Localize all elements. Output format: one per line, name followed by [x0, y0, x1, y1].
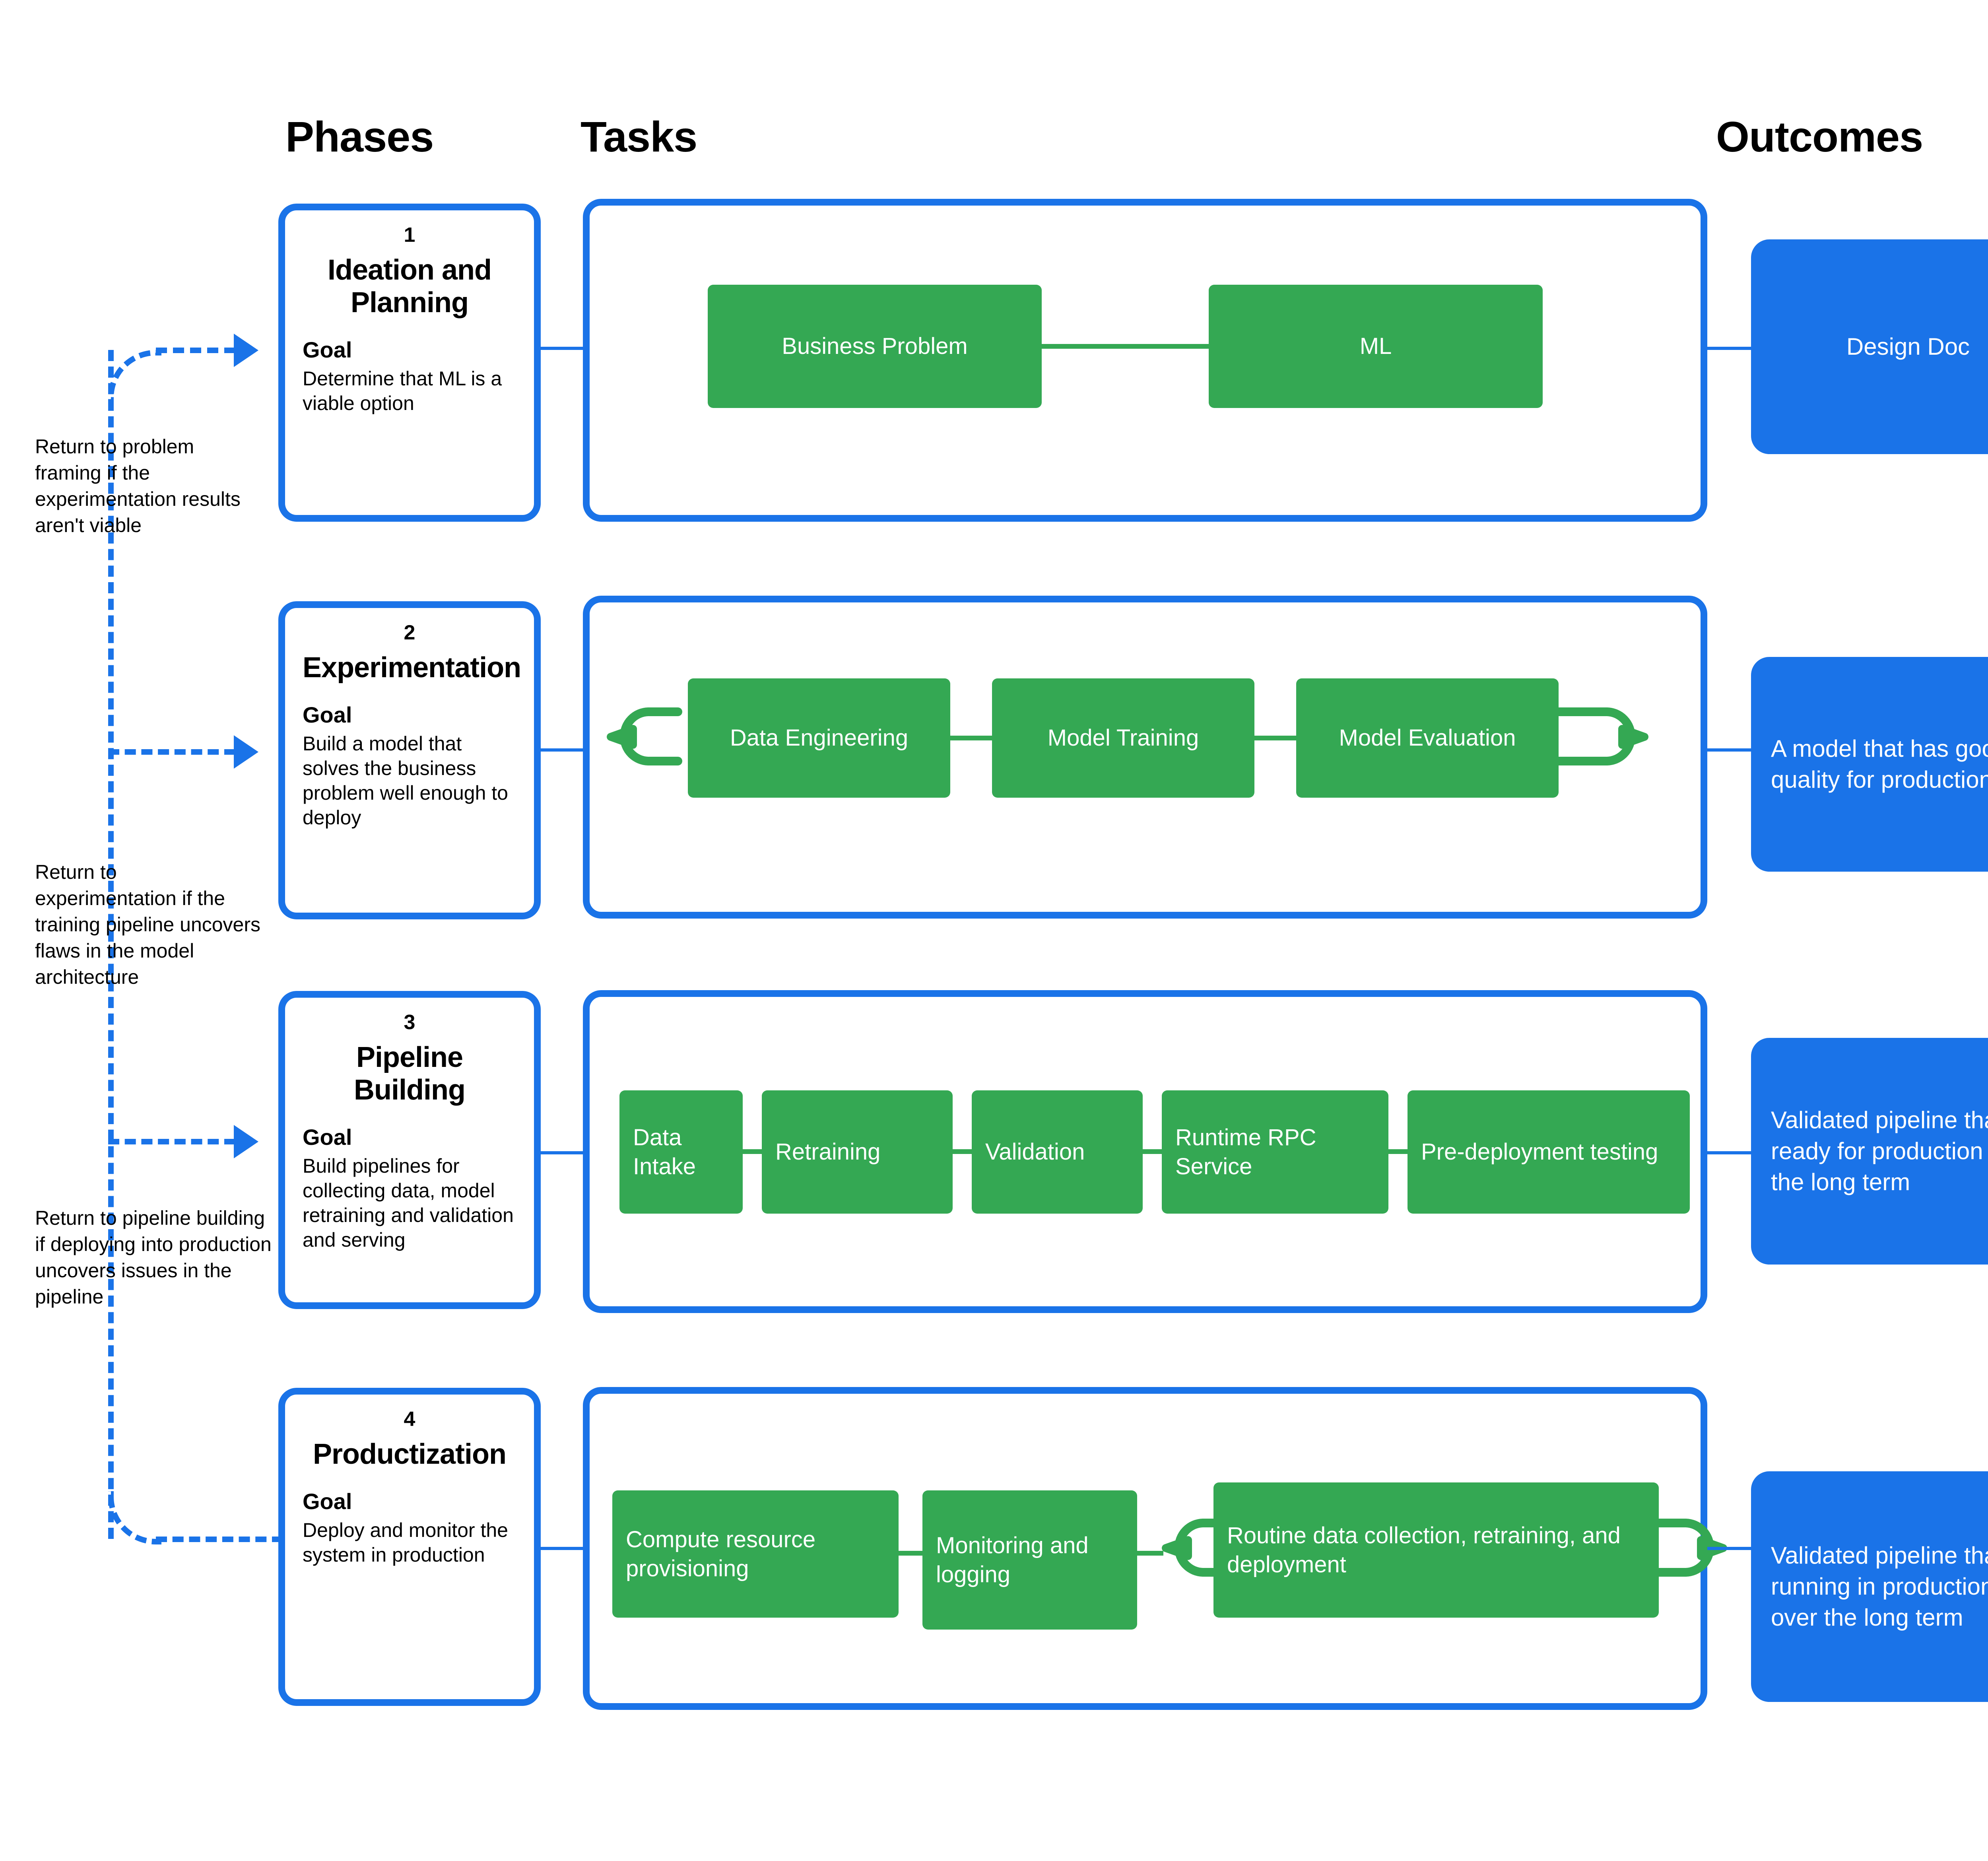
task-box[interactable]: Compute resource provisioning	[612, 1490, 899, 1618]
feedback-line-1	[156, 348, 235, 353]
column-header-phases: Phases	[285, 113, 434, 161]
task-box[interactable]: Pre-deployment testing	[1408, 1090, 1690, 1214]
phase-goal-block: Goal Determine that ML is a viable optio…	[303, 337, 516, 415]
loop-arrow-left-icon	[1162, 1519, 1227, 1577]
feedback-note-3: Return to pipeline building if deploying…	[35, 1207, 272, 1308]
goal-label: Goal	[303, 1489, 352, 1514]
goal-text: Determine that ML is a viable option	[303, 367, 502, 414]
connector-task-link	[1140, 1149, 1164, 1154]
connector-phase1-tasks1	[541, 347, 584, 350]
connector-phase4-tasks4	[541, 1547, 584, 1550]
connector-tasks3-outcome3	[1707, 1151, 1751, 1154]
phase-card-2[interactable]: 2 Experimentation Goal Build a model tha…	[278, 601, 541, 919]
connector-phase2-tasks2	[541, 748, 584, 752]
phase-number: 2	[404, 621, 415, 644]
outcome-box-1[interactable]: Design Doc	[1751, 239, 1988, 454]
phase-number: 3	[404, 1011, 415, 1034]
feedback-corner-bottom	[108, 1491, 161, 1544]
connector-task-link	[740, 1149, 764, 1154]
feedback-corner-1	[108, 350, 161, 403]
column-header-tasks: Tasks	[580, 113, 697, 161]
feedback-note-1: Return to problem framing if the experim…	[35, 435, 241, 536]
task-box[interactable]: Routine data collection, retraining, and…	[1213, 1482, 1659, 1618]
task-box[interactable]: ML	[1209, 285, 1543, 408]
goal-text: Deploy and monitor the system in product…	[303, 1519, 508, 1566]
connector-task-link	[946, 736, 994, 740]
column-header-outcomes: Outcomes	[1716, 113, 1923, 161]
goal-label: Goal	[303, 702, 352, 728]
phase-number: 1	[404, 223, 415, 247]
feedback-trunk-left	[108, 350, 114, 1539]
phase-title: Ideation and Planning	[327, 254, 492, 319]
connector-phase3-tasks3	[541, 1151, 584, 1154]
feedback-line-2	[108, 749, 235, 755]
outcome-box-2[interactable]: A model that has good quality for produc…	[1751, 657, 1988, 872]
connector-task-link	[1136, 1551, 1163, 1556]
task-box[interactable]: Data Engineering	[688, 678, 950, 798]
phase-card-3[interactable]: 3 Pipeline Building Goal Build pipelines…	[278, 991, 541, 1309]
connector-tasks1-outcome1	[1707, 347, 1751, 350]
task-box[interactable]: Monitoring and logging	[922, 1490, 1137, 1630]
feedback-note-2: Return to experimentation if the trainin…	[35, 861, 261, 988]
outcome-box-3[interactable]: Validated pipeline that's ready for prod…	[1751, 1038, 1988, 1265]
feedback-line-3	[108, 1139, 235, 1144]
goal-text: Build pipelines for collecting data, mod…	[303, 1154, 514, 1251]
loop-arrow-left-icon	[607, 707, 682, 765]
phase-goal-block: Goal Build a model that solves the busin…	[303, 702, 516, 829]
connector-task-link	[1250, 736, 1298, 740]
phase-card-4[interactable]: 4 Productization Goal Deploy and monitor…	[278, 1388, 541, 1706]
phase-number: 4	[404, 1408, 415, 1431]
feedback-arrowhead-2	[234, 735, 258, 769]
task-box[interactable]: Data Intake	[619, 1090, 743, 1214]
task-box[interactable]: Model Evaluation	[1296, 678, 1559, 798]
connector-task-link	[950, 1149, 974, 1154]
connector-task-link	[897, 1551, 925, 1556]
connector-task-link	[1042, 344, 1209, 349]
task-box[interactable]: Business Problem	[708, 285, 1042, 408]
phase-title: Productization	[313, 1438, 507, 1471]
phase-goal-block: Goal Build pipelines for collecting data…	[303, 1125, 516, 1252]
connector-tasks2-outcome2	[1707, 748, 1751, 752]
feedback-arrowhead-3	[234, 1125, 258, 1158]
loop-arrow-right-icon	[1654, 1519, 1727, 1577]
loop-arrow-right-icon	[1554, 707, 1648, 765]
phase-card-1[interactable]: 1 Ideation and Planning Goal Determine t…	[278, 204, 541, 522]
phase-title: Pipeline Building	[354, 1041, 466, 1106]
goal-label: Goal	[303, 337, 352, 363]
connector-tasks4-outcome4	[1707, 1547, 1751, 1550]
goal-text: Build a model that solves the business p…	[303, 732, 508, 829]
outcome-box-4[interactable]: Validated pipeline that's running in pro…	[1751, 1471, 1988, 1702]
feedback-arrowhead-1	[234, 334, 258, 367]
task-box[interactable]: Model Training	[992, 678, 1254, 798]
task-box[interactable]: Retraining	[762, 1090, 953, 1214]
connector-task-link	[1386, 1149, 1410, 1154]
feedback-line-bottom	[156, 1537, 283, 1542]
phase-title: Experimentation	[303, 652, 521, 684]
task-box[interactable]: Runtime RPC Service	[1162, 1090, 1388, 1214]
goal-label: Goal	[303, 1125, 352, 1150]
phase-goal-block: Goal Deploy and monitor the system in pr…	[303, 1489, 516, 1567]
task-box[interactable]: Validation	[972, 1090, 1143, 1214]
